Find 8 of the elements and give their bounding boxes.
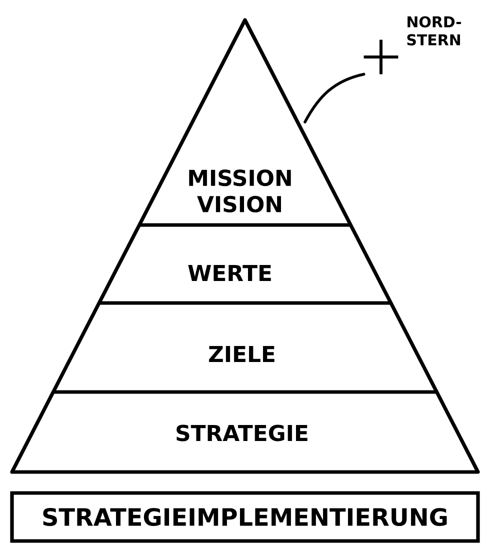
layer-label: MISSION VISION (189, 170, 291, 212)
layer-label: STRATEGIE (176, 424, 308, 442)
layer-label: ZIELE (209, 346, 274, 362)
label-box: STRATEGIEIMPLEMENTIERUNG (10, 491, 480, 543)
leader-line (304, 72, 366, 124)
plus-sign (362, 38, 400, 76)
node-label: NORD- STERN (407, 16, 461, 46)
layer-label: WERTE (188, 265, 271, 281)
